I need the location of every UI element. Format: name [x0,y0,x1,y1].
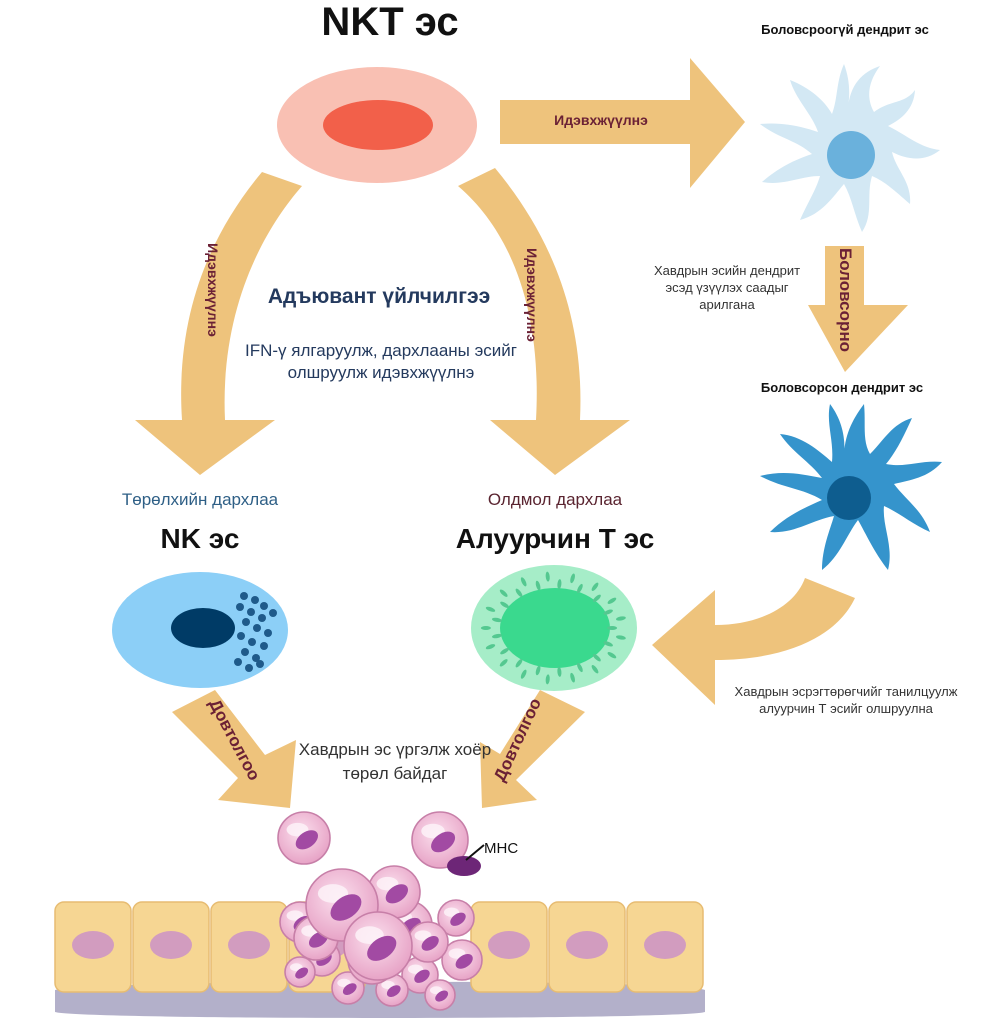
tumor-description: Хавдрын эс үргэлж хоёр төрөл байдаг [298,740,492,783]
nk-granules [234,592,277,672]
adjuvant-description: IFN-γ ялгаруулж, дархлааны эсийг олшруул… [245,341,517,382]
arrow-nkt-to-immature-dc [500,58,745,188]
epithelial-cell [210,901,288,993]
epithelial-cell [132,901,210,993]
tumor-cell [277,811,331,865]
arrow-label-mature: Боловсорно [836,247,855,353]
epithelial-cell [548,901,626,993]
immature-dc-label: Боловсроогүй дендрит эс [761,22,929,37]
arrow-label-activate-killer-t: Идэвхжүүлнэ [524,248,540,342]
adjuvant-title: Адъювант үйлчилгээ [267,285,491,308]
arrow-nkt-to-killer-t [458,168,630,475]
innate-immunity-label: Төрөлхийн дархлаа [121,490,279,509]
tumor-cell [437,899,475,937]
mhc-label: MHC [484,840,519,857]
arrow-nkt-to-nk-cell [135,172,302,475]
tumor-cell [343,911,413,981]
tumor-cell [284,956,316,988]
arrows [135,58,908,808]
tumor-cell [375,973,409,1007]
killer-t-cell-label: Алуурчин Т эс [455,523,655,554]
killer-t-cell [471,565,637,691]
nkt-cell [277,67,477,183]
arrow-maturation [808,246,908,372]
arrow-label-activate-nk: Идэвхжүүлнэ [205,243,221,337]
arrow-nk-attack [172,690,296,808]
mature-dc-description: Хавдрын эсрэгтөрөгчийг танилцуулж алуурч… [734,684,958,716]
tumor-cell [441,939,483,981]
epithelium [54,901,705,1018]
mature-dendritic-cell [760,404,942,570]
arrow-killer-t-attack [480,690,585,808]
epithelial-cells [54,901,704,993]
epithelial-cell [54,901,132,993]
epithelial-cell [626,901,704,993]
nk-cell [112,572,288,688]
arrow-label-activate-dc: Идэвхжүүлнэ [554,112,648,128]
adaptive-immunity-label: Олдмол дархлаа [487,490,623,509]
immature-dendritic-cell [760,64,940,232]
tumor-cell [407,921,449,963]
immature-dc-description: Хавдрын эсийн дендрит эсэд үзүүлэх саады… [653,263,801,312]
tumor-cell [424,979,456,1011]
mhc-marker [447,844,485,876]
killer-t-granules [480,571,626,685]
epithelial-cell [470,901,548,993]
diagram-title: NKT эс [321,0,459,44]
tumor-cell [411,811,469,869]
tumor-cell [331,971,365,1005]
arrow-dc-to-killer-t [652,578,855,705]
mature-dc-label: Боловсорсон дендрит эс [760,380,924,395]
nk-cell-label: NK эс [160,523,240,554]
tumor-cells [277,811,483,1011]
